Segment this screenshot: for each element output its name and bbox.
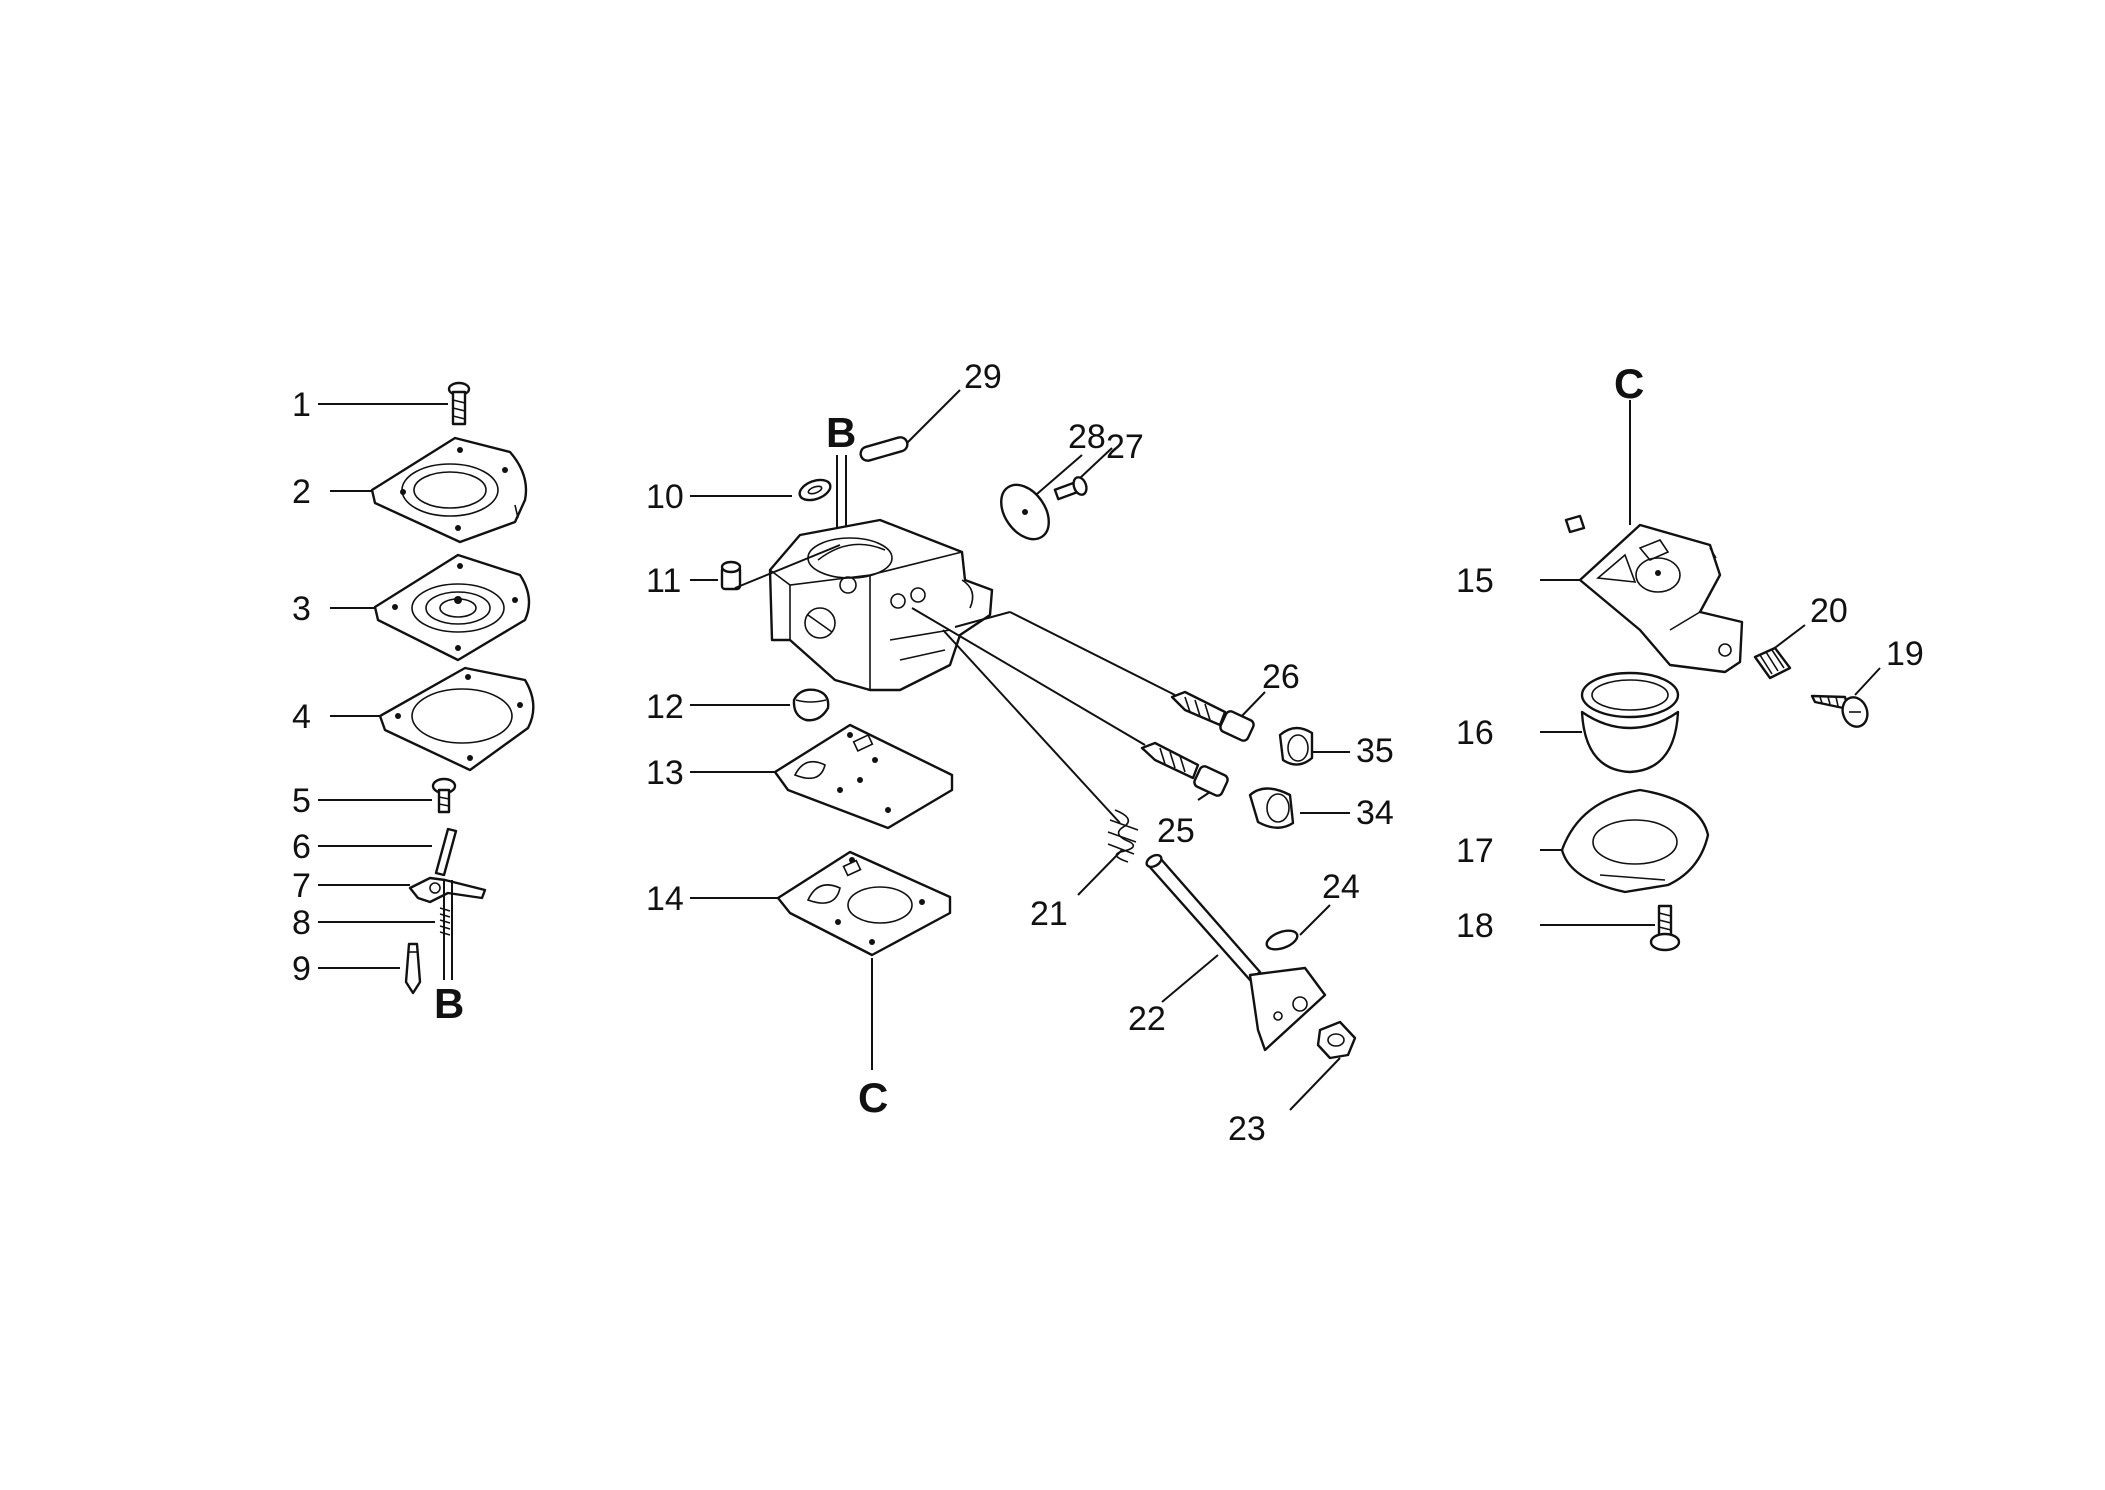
part-24-clip: 24: [1265, 868, 1360, 951]
label-34: 34: [1356, 794, 1394, 832]
label-24: 24: [1322, 868, 1360, 906]
guide-line-25: [911, 607, 1146, 746]
label-26: 26: [1262, 658, 1300, 696]
part-8-spring: 8: [292, 904, 451, 942]
part-9-needle: 9: [292, 942, 422, 995]
ref-label-b-lower: B: [434, 980, 464, 1027]
part-3-diaphragm: 3: [292, 553, 531, 662]
reference-b-upper: B: [826, 409, 856, 580]
reference-c-upper: C: [1614, 360, 1644, 525]
label-29: 29: [964, 358, 1002, 396]
part-35-cap: 35: [1278, 726, 1394, 770]
part-34-cap: 34: [1248, 787, 1394, 832]
reference-b-lower: B: [434, 880, 464, 1027]
part-10-clip: 10: [646, 478, 832, 516]
part-17-retainer: 17: [1456, 788, 1710, 894]
label-1: 1: [292, 386, 311, 424]
guide-line-21: [942, 629, 1121, 824]
label-16: 16: [1456, 714, 1494, 752]
label-10: 10: [646, 478, 684, 516]
part-5-screw: 5: [292, 777, 457, 820]
part-16-primer-bulb: 16: [1456, 671, 1680, 774]
label-25: 25: [1157, 812, 1195, 850]
part-15-pump-cover: 15: [1456, 514, 1744, 674]
part-23-nut: 23: [1228, 1020, 1357, 1148]
part-2-cover: 2: [292, 436, 528, 544]
label-28: 28: [1068, 418, 1106, 456]
label-2: 2: [292, 473, 311, 511]
part-7-lever: 7: [292, 867, 487, 905]
label-14: 14: [646, 880, 684, 918]
part-27-screw: 27: [1053, 428, 1144, 501]
part-18-screw: 18: [1456, 904, 1681, 952]
label-22: 22: [1128, 1000, 1166, 1038]
label-23: 23: [1228, 1110, 1266, 1148]
ref-label-c-upper: C: [1614, 360, 1644, 407]
part-12-cap: 12: [646, 688, 830, 726]
part-19-screw: 19: [1810, 635, 1924, 728]
label-6: 6: [292, 828, 311, 866]
label-8: 8: [292, 904, 311, 942]
label-7: 7: [292, 867, 311, 905]
part-14-gasket: 14: [646, 850, 952, 957]
part-29-pin: 29: [859, 358, 1002, 462]
ref-label-c-lower: C: [858, 1074, 888, 1121]
ref-label-b-upper: B: [826, 409, 856, 456]
part-21-spring: 21: [1030, 809, 1139, 933]
label-15: 15: [1456, 562, 1494, 600]
label-5: 5: [292, 782, 311, 820]
part-28-throttle-plate: 28: [1000, 418, 1106, 541]
part-1-screw: 1: [292, 381, 471, 426]
part-11-plug: 11: [646, 560, 742, 600]
part-25-needle: 25: [1140, 741, 1229, 850]
label-27: 27: [1106, 428, 1144, 466]
guide-line-26b: [1009, 611, 1176, 696]
label-35: 35: [1356, 732, 1394, 770]
label-12: 12: [646, 688, 684, 726]
label-19: 19: [1886, 635, 1924, 673]
label-4: 4: [292, 698, 311, 736]
part-22-throttle-shaft: 22: [1128, 853, 1327, 1052]
label-9: 9: [292, 950, 311, 988]
part-20-spring: 20: [1753, 592, 1848, 680]
label-13: 13: [646, 754, 684, 792]
reference-c-lower: C: [858, 958, 888, 1121]
label-21: 21: [1030, 895, 1068, 933]
label-17: 17: [1456, 832, 1494, 870]
part-6-pin: 6: [292, 827, 458, 877]
label-11: 11: [646, 562, 681, 600]
label-20: 20: [1810, 592, 1848, 630]
part-26-needle: 26: [1170, 658, 1300, 742]
part-13-plate: 13: [646, 723, 954, 830]
guide-line-body: [734, 544, 841, 589]
part-4-gasket: 4: [292, 666, 535, 772]
label-18: 18: [1456, 907, 1494, 945]
carburetor-body: [768, 518, 994, 692]
guide-line-26: [954, 611, 1011, 628]
label-3: 3: [292, 590, 311, 628]
